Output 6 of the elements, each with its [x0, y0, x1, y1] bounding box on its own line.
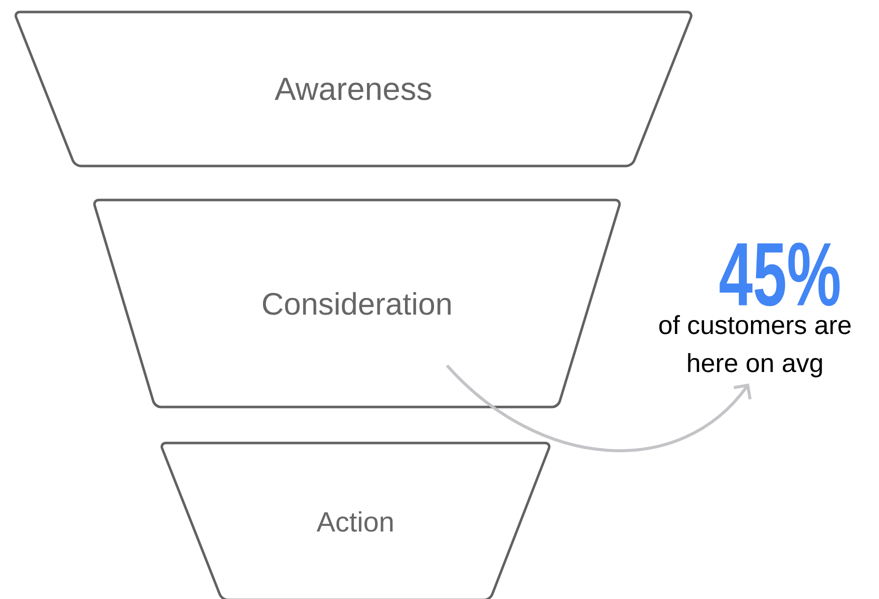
- percentage-figure: 45%: [720, 242, 840, 306]
- curved-arrow: [446, 364, 752, 452]
- funnel-stage: Awareness: [14, 10, 692, 168]
- funnel-stage: Consideration: [93, 198, 621, 408]
- stat-caption: of customers are here on avg: [659, 315, 851, 378]
- funnel-stage: Action: [160, 442, 550, 599]
